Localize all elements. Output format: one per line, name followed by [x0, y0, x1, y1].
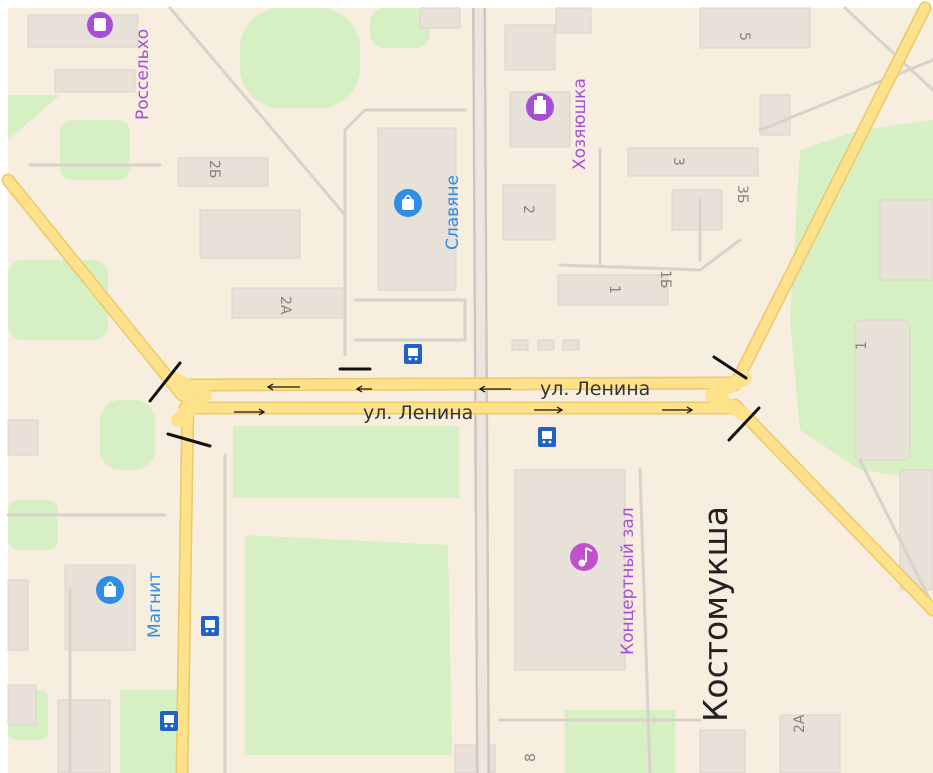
house-number-2: 2 — [520, 205, 536, 214]
house-number-1: 1 — [606, 285, 622, 294]
bus-stop-icon[interactable] — [404, 344, 422, 364]
bus-stop-icon[interactable] — [538, 427, 556, 447]
poi-label-slavyane: Славяне — [443, 175, 463, 250]
map-background — [8, 8, 933, 773]
stop-lines — [148, 355, 761, 448]
poi-label-magnit: Магнит — [145, 572, 165, 638]
poi-concert-hall[interactable]: Концертный зал — [570, 507, 638, 655]
poi-label-rosselhoz: Россельхо — [133, 29, 153, 120]
house-number-1-east: 1 — [854, 341, 870, 350]
central-avenue — [472, 7, 490, 773]
house-number-3b: 3Б — [734, 185, 750, 204]
city-label: Костомукша — [696, 506, 735, 722]
house-number-2a: 2А — [277, 296, 293, 315]
house-number-2a-south: 2А — [792, 714, 808, 733]
house-number-2b: 2Б — [206, 160, 222, 179]
traffic-arrows — [234, 383, 694, 416]
poi-label-hozyayushka: Хозяюшка — [570, 78, 590, 170]
bus-stop-icon[interactable] — [201, 616, 219, 636]
buildings — [7, 7, 933, 773]
street-label-lenina-south: ул. Ленина — [363, 402, 473, 424]
bus-stops — [160, 344, 556, 731]
poi-rosselhoz[interactable]: Россельхо — [87, 12, 153, 120]
house-number-1b: 1Б — [657, 270, 673, 289]
house-number-5: 5 — [736, 32, 752, 41]
house-numbers: 5 3 3Б 2 2Б 2А 1 1Б 1 2А 8 — [206, 32, 870, 762]
poi-label-concert-hall: Концертный зал — [618, 507, 638, 655]
poi-hozyayushka[interactable]: Хозяюшка — [526, 78, 590, 170]
poi-magnit[interactable]: Магнит — [96, 572, 165, 638]
poi-slavyane[interactable]: Славяне — [394, 175, 463, 250]
street-label-lenina-north: ул. Ленина — [540, 378, 650, 400]
house-number-3: 3 — [670, 157, 686, 166]
minor-roads — [6, 6, 933, 773]
bus-stop-icon[interactable] — [160, 711, 178, 731]
house-number-cut: 8 — [523, 753, 539, 762]
music-note-icon — [570, 543, 598, 571]
